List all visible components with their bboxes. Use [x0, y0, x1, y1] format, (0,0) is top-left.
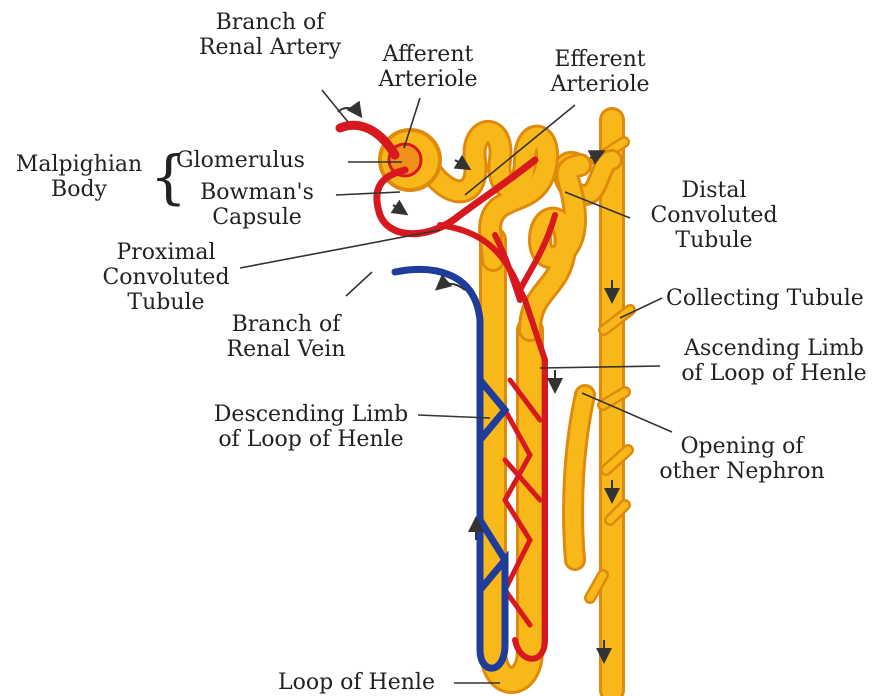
bowmans-capsule-shape: [380, 130, 440, 190]
label-efferent-arteriole: Efferent Arteriole: [540, 47, 660, 97]
label-ascending-limb: Ascending Limb of Loop of Henle: [664, 336, 884, 386]
label-proximal-line2: Convoluted: [86, 265, 246, 290]
label-branch-renal-artery: Branch of Renal Artery: [180, 10, 360, 60]
label-afferent-arteriole-line2: Arteriole: [368, 67, 488, 92]
label-branch-renal-vein: Branch of Renal Vein: [206, 312, 366, 362]
label-efferent-arteriole-line2: Arteriole: [540, 72, 660, 97]
label-descending-limb-line2: of Loop of Henle: [200, 427, 422, 452]
label-descending-limb-line1: Descending Limb: [200, 402, 422, 427]
label-opening-line2: other Nephron: [642, 459, 842, 484]
label-branch-renal-artery-line2: Renal Artery: [180, 35, 360, 60]
label-distal-line2: Convoluted: [634, 203, 794, 228]
label-afferent-arteriole: Afferent Arteriole: [368, 42, 488, 92]
label-glomerulus: Glomerulus: [176, 148, 305, 173]
label-efferent-arteriole-line1: Efferent: [540, 47, 660, 72]
label-malpighian-body-line1: Malpighian: [6, 152, 152, 177]
label-afferent-arteriole-line1: Afferent: [368, 42, 488, 67]
label-bowmans-capsule-line2: Capsule: [178, 205, 336, 230]
label-opening-line1: Opening of: [642, 434, 842, 459]
label-branch-renal-artery-line1: Branch of: [180, 10, 360, 35]
label-loop-of-henle: Loop of Henle: [278, 670, 435, 695]
label-collecting-tubule: Collecting Tubule: [666, 286, 864, 311]
label-branch-renal-vein-line2: Renal Vein: [206, 337, 366, 362]
label-branch-renal-vein-line1: Branch of: [206, 312, 366, 337]
label-distal-line1: Distal: [634, 178, 794, 203]
label-ascending-limb-line2: of Loop of Henle: [664, 361, 884, 386]
label-malpighian-body: Malpighian Body: [6, 152, 152, 202]
label-malpighian-body-line2: Body: [6, 177, 152, 202]
label-descending-limb: Descending Limb of Loop of Henle: [200, 402, 422, 452]
label-distal-line3: Tubule: [634, 228, 794, 253]
label-proximal-convoluted-tubule: Proximal Convoluted Tubule: [86, 240, 246, 315]
label-proximal-line1: Proximal: [86, 240, 246, 265]
label-opening-other-nephron: Opening of other Nephron: [642, 434, 842, 484]
label-bowmans-capsule: Bowman's Capsule: [178, 180, 336, 230]
label-bowmans-capsule-line1: Bowman's: [178, 180, 336, 205]
label-distal-convoluted-tubule: Distal Convoluted Tubule: [634, 178, 794, 253]
label-ascending-limb-line1: Ascending Limb: [664, 336, 884, 361]
